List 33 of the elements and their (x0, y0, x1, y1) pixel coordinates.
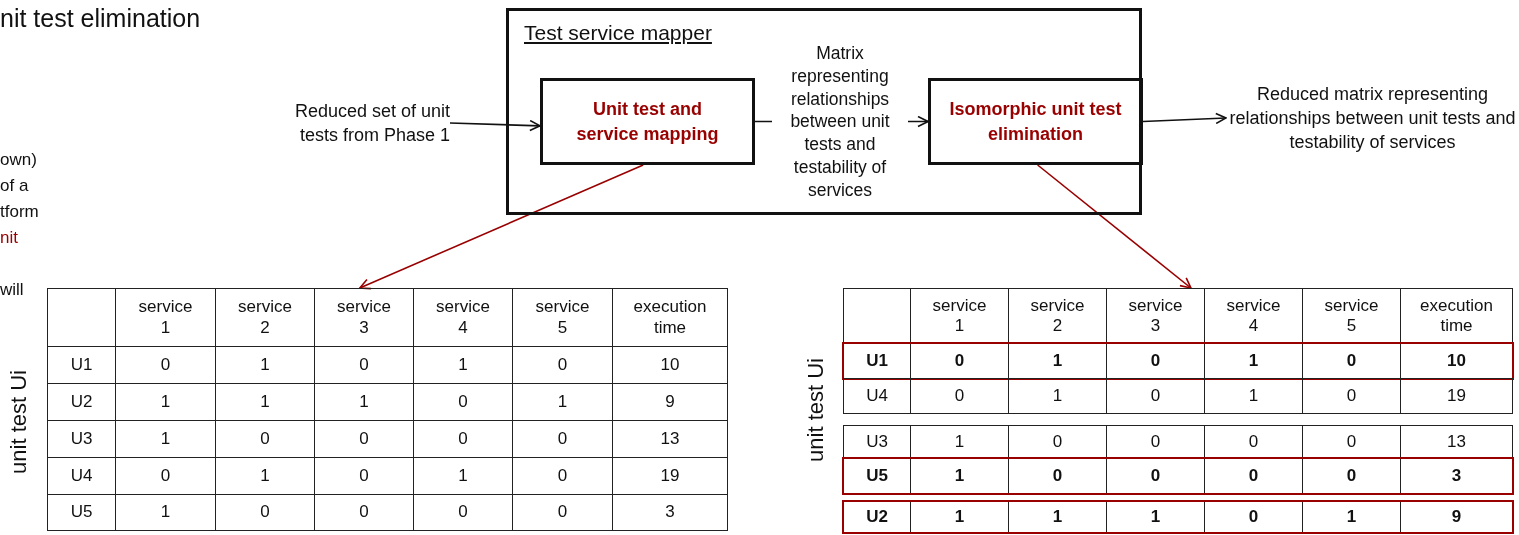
table-cell: 0 (1106, 378, 1205, 414)
table-cell: execution time (612, 288, 728, 347)
table-cell: 0 (1302, 378, 1401, 414)
arrow (1142, 112, 1227, 125)
text-fragment: will (0, 280, 24, 300)
table-cell: 1 (1008, 378, 1107, 414)
table-cell: U3 (843, 425, 911, 459)
process-box: Isomorphic unit test elimination (928, 78, 1143, 165)
arrow (1036, 164, 1192, 289)
table-cell: 13 (1400, 425, 1513, 459)
table-cell: U5 (47, 494, 116, 531)
group-box (506, 8, 1142, 215)
table-cell: 0 (910, 378, 1009, 414)
text-fragment: tform (0, 202, 39, 222)
arrow (449, 119, 541, 132)
axis-label: unit test Ui (6, 370, 32, 474)
process-box: Unit test and service mapping (540, 78, 755, 165)
group-title: Test service mapper (524, 21, 712, 45)
table-cell: execution time (1400, 288, 1513, 344)
diagram-title: nit test elimination (0, 4, 201, 33)
arrow (359, 164, 644, 290)
axis-label: unit test Ui (803, 358, 829, 462)
text-fragment: of a (0, 176, 29, 196)
table-cell: U4 (843, 378, 911, 414)
text-fragment: nit (0, 228, 18, 248)
table-cell: 19 (1400, 378, 1513, 414)
annotation-text: Reduced matrix representing relationships between unit tests and testability of services (1226, 80, 1519, 156)
table-cell: 3 (612, 494, 728, 531)
table-cell: 1 (1204, 378, 1303, 414)
text-fragment: own) (0, 150, 37, 170)
data-table (843, 288, 1512, 533)
data-table (47, 288, 727, 531)
annotation-text: Reduced set of unit tests from Phase 1 (258, 96, 450, 150)
